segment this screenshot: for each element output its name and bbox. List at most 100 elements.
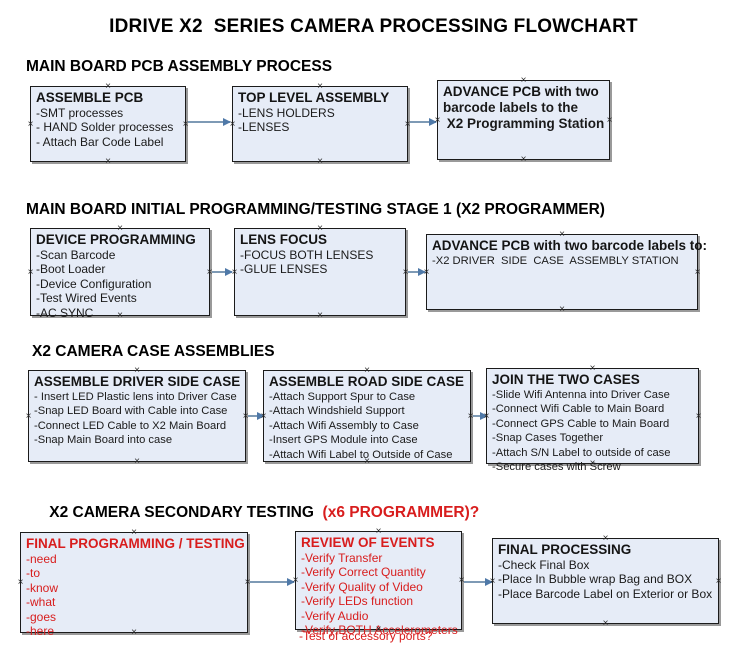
section-heading-accent: (x6 PROGRAMMER)? [322, 504, 480, 521]
box-line: -Connect GPS Cable to Main Board [492, 417, 670, 430]
box-title: ASSEMBLE ROAD SIDE CASE [269, 374, 465, 389]
section-heading-x2-camera-case-assemblies: X2 CAMERA CASE ASSEMBLIES [32, 343, 275, 360]
box-line: barcode labels to the [443, 99, 579, 115]
connector-top-level-to-advance-pcb [410, 118, 437, 126]
box-line: -Connect LED Cable to X2 Main Board [34, 419, 227, 432]
box-line: -know [26, 580, 59, 595]
box-line: -to [26, 566, 41, 581]
box-line: -AC SYNC [36, 305, 94, 320]
section-heading-text: X2 CAMERA SECONDARY TESTING [49, 504, 323, 521]
box-advance-pcb-programming-station[interactable]: ADVANCE PCB with two barcode labels to t… [437, 80, 610, 160]
box-final-programming-testing-content: FINAL PROGRAMMING / TESTING -need -to -k… [21, 533, 247, 641]
connector-handle-bottom[interactable] [133, 457, 142, 466]
box-device-programming-content: DEVICE PROGRAMMING -Scan Barcode -Boot L… [31, 229, 209, 322]
box-title: FINAL PROCESSING [498, 542, 632, 557]
box-review-of-events-overflow-line: -Test of accessory ports? [299, 629, 433, 643]
box-title: JOIN THE TWO CASES [492, 372, 640, 387]
section-heading-main-board-pcb-assembly: MAIN BOARD PCB ASSEMBLY PROCESS [26, 58, 333, 75]
box-title: ASSEMBLE DRIVER SIDE CASE [34, 374, 241, 389]
box-line: -Scan Barcode [36, 247, 116, 262]
connector-handle-bottom[interactable] [601, 619, 610, 628]
box-line: -need [26, 551, 57, 566]
box-advance-pcb-driver-side-content: ADVANCE PCB with two barcode labels to: … [427, 235, 708, 270]
section-heading-main-board-initial-programming: MAIN BOARD INITIAL PROGRAMMING/TESTING S… [26, 201, 605, 218]
box-line: -Verify BOTH Accelerometers [301, 623, 458, 638]
box-line: -here [26, 624, 55, 639]
box-line: -Verify Transfer [301, 550, 383, 565]
box-review-of-events[interactable]: REVIEW OF EVENTS -Verify Transfer -Verif… [295, 531, 462, 637]
box-top-level-assembly-content: TOP LEVEL ASSEMBLY -LENS HOLDERS -LENSES [233, 87, 407, 137]
box-line: -Test Wired Events [36, 291, 137, 306]
box-line: -Snap Main Board into case [34, 434, 173, 447]
box-assemble-pcb[interactable]: ASSEMBLE PCB -SMT processes - HAND Solde… [30, 86, 186, 162]
box-line: -LENS HOLDERS [238, 105, 335, 120]
box-final-processing[interactable]: FINAL PROCESSING -Check Final Box -Place… [492, 538, 719, 624]
box-line: -Snap Cases Together [492, 432, 604, 445]
box-line: -what [26, 595, 56, 610]
connector-handle-bottom[interactable] [104, 157, 113, 166]
box-line: -Device Configuration [36, 276, 152, 291]
connector-handle-bottom[interactable] [316, 311, 325, 320]
box-assemble-driver-side-case[interactable]: ASSEMBLE DRIVER SIDE CASE - Insert LED P… [28, 370, 246, 462]
box-lens-focus-content: LENS FOCUS -FOCUS BOTH LENSES -GLUE LENS… [235, 229, 405, 279]
box-line: - Insert LED Plastic lens into Driver Ca… [34, 390, 237, 403]
box-line: -SMT processes [36, 105, 124, 120]
box-line: -Slide Wifi Antenna into Driver Case [492, 388, 670, 401]
box-join-the-two-cases-content: JOIN THE TWO CASES -Slide Wifi Antenna i… [487, 369, 698, 477]
box-join-the-two-cases[interactable]: JOIN THE TWO CASES -Slide Wifi Antenna i… [486, 368, 699, 473]
box-line: -Attach Windshield Support [269, 405, 405, 418]
box-line: -Check Final Box [498, 557, 590, 572]
connector-road-case-to-join-cases [473, 412, 488, 420]
box-title: ADVANCE PCB with two barcode labels to: [432, 238, 708, 253]
box-title: ASSEMBLE PCB [36, 90, 144, 105]
box-line: -Verify Correct Quantity [301, 565, 426, 580]
box-advance-pcb-programming-station-content: ADVANCE PCB with two barcode labels to t… [438, 81, 609, 135]
connector-review-to-final-processing [464, 578, 493, 586]
box-line: -LENSES [238, 120, 290, 135]
box-assemble-pcb-content: ASSEMBLE PCB -SMT processes - HAND Solde… [31, 87, 185, 151]
box-line: -Insert GPS Module into Case [269, 434, 418, 447]
box-review-of-events-content: REVIEW OF EVENTS -Verify Transfer -Verif… [296, 532, 461, 640]
box-line: - HAND Solder processes [36, 120, 174, 135]
box-top-level-assembly[interactable]: TOP LEVEL ASSEMBLY -LENS HOLDERS -LENSES [232, 86, 408, 162]
box-line: -Place In Bubble wrap Bag and BOX [498, 572, 693, 587]
box-line: -Place Barcode Label on Exterior or Box [498, 586, 713, 601]
box-title: TOP LEVEL ASSEMBLY [238, 90, 390, 105]
box-line: -Secure cases with Screw [492, 461, 621, 474]
box-lens-focus[interactable]: LENS FOCUS -FOCUS BOTH LENSES -GLUE LENS… [234, 228, 406, 316]
box-title: FINAL PROGRAMMING / TESTING [26, 536, 245, 551]
page-title: IDRIVE X2 SERIES CAMERA PROCESSING FLOWC… [109, 16, 638, 37]
box-line: -X2 DRIVER SIDE CASE ASSEMBLY STATION [432, 254, 679, 267]
connector-assemble-pcb-to-top-level [188, 118, 231, 126]
box-line: -Verify Quality of Video [301, 579, 423, 594]
box-line: -Boot Loader [36, 262, 106, 277]
box-advance-pcb-driver-side[interactable]: ADVANCE PCB with two barcode labels to: … [426, 234, 708, 310]
connector-handle-bottom[interactable] [316, 157, 325, 166]
box-line: -Attach Wifi Assembly to Case [269, 419, 419, 432]
box-title: ADVANCE PCB with two [443, 84, 599, 99]
connector-final-programming-to-review [250, 578, 295, 586]
connector-handle-bottom[interactable] [558, 305, 567, 314]
connector-driver-case-to-road-case [248, 412, 265, 420]
box-assemble-road-side-case[interactable]: ASSEMBLE ROAD SIDE CASE -Attach Support … [263, 370, 471, 462]
box-title: DEVICE PROGRAMMING [36, 232, 196, 247]
box-title: REVIEW OF EVENTS [301, 535, 435, 550]
box-line: -Snap LED Board with Cable into Case [34, 405, 228, 418]
box-line: -GLUE LENSES [240, 262, 328, 277]
connector-lens-focus-to-advance-pcb-driver [408, 268, 426, 276]
box-line: X2 Programming Station [443, 116, 605, 131]
box-line: -Attach Support Spur to Case [269, 390, 416, 403]
box-final-programming-testing[interactable]: FINAL PROGRAMMING / TESTING -need -to -k… [20, 532, 248, 638]
box-line: -Connect Wifi Cable to Main Board [492, 403, 665, 416]
connector-handle-bottom[interactable] [519, 155, 528, 164]
box-line: -Verify Audio [301, 608, 369, 623]
box-line: -Attach S/N Label to outside of case [492, 446, 671, 459]
box-line: - Attach Bar Code Label [36, 134, 164, 149]
box-line: -Attach Wifi Label to Outside of Case [269, 448, 453, 461]
box-title: LENS FOCUS [240, 232, 328, 247]
box-device-programming[interactable]: DEVICE PROGRAMMING -Scan Barcode -Boot L… [30, 228, 210, 320]
section-heading-x2-camera-secondary-testing: X2 CAMERA SECONDARY TESTING (x6 PROGRAMM… [32, 486, 479, 540]
box-line: -Verify LEDs function [301, 594, 414, 609]
box-line: -goes [26, 609, 57, 624]
